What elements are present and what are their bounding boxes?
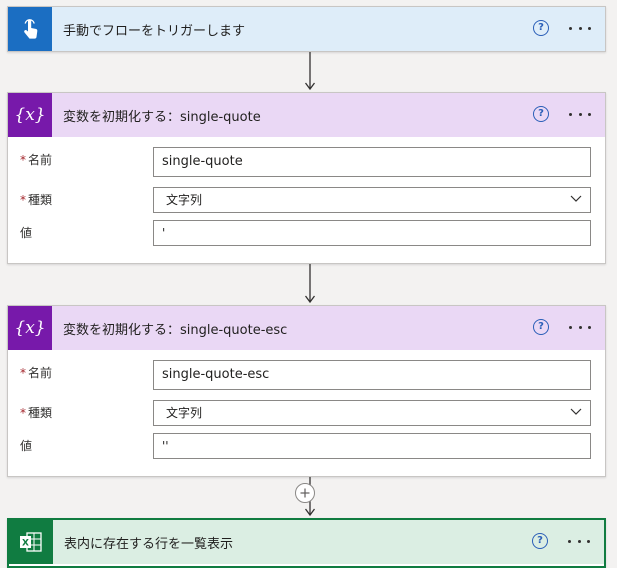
type-select[interactable]: 文字列 <box>153 400 591 426</box>
type-select-value: 文字列 <box>166 406 203 420</box>
trigger-card-header[interactable]: 手動でフローをトリガーします ? <box>8 7 605 51</box>
init-variable-card-2-title: 変数を初期化する：single-quote-esc <box>63 322 288 338</box>
trigger-help-icon[interactable]: ? <box>533 20 549 36</box>
init-variable-card-2-header[interactable]: {x} 変数を初期化する：single-quote-esc ? <box>8 306 605 350</box>
init-variable-card-2-more-options-icon[interactable] <box>569 319 591 335</box>
init-variable-card-1-more-options-icon[interactable] <box>569 106 591 122</box>
value-label: 値 <box>20 226 33 240</box>
init-variable-card-1[interactable]: {x} 変数を初期化する：single-quote ? *名前 single-q… <box>7 92 606 264</box>
name-input[interactable]: single-quote-esc <box>153 360 591 390</box>
excel-list-rows-more-options-icon[interactable] <box>568 533 590 549</box>
excel-list-rows-help-icon[interactable]: ? <box>532 533 548 549</box>
chevron-down-icon <box>570 195 582 202</box>
insert-step-button[interactable] <box>295 483 315 503</box>
connector-arrow-2 <box>305 264 315 304</box>
trigger-card[interactable]: 手動でフローをトリガーします ? <box>7 6 606 52</box>
trigger-title: 手動でフローをトリガーします <box>63 23 246 39</box>
init-variable-card-2[interactable]: {x} 変数を初期化する：single-quote-esc ? *名前 sing… <box>7 305 606 477</box>
connector-arrow-1 <box>305 52 315 91</box>
type-select[interactable]: 文字列 <box>153 187 591 213</box>
init-variable-card-1-help-icon[interactable]: ? <box>533 106 549 122</box>
required-mark: * <box>20 406 26 420</box>
excel-list-rows-title: 表内に存在する行を一覧表示 <box>64 536 234 552</box>
excel-list-rows-card-header[interactable]: X 表内に存在する行を一覧表示 ? <box>9 520 604 564</box>
variable-icon-box: {x} <box>8 93 52 137</box>
hand-tap-icon <box>24 19 38 39</box>
name-input[interactable]: single-quote <box>153 147 591 177</box>
type-select-value: 文字列 <box>166 193 203 207</box>
required-mark: * <box>20 153 26 167</box>
variable-icon: {x} <box>14 318 46 338</box>
type-label: *種類 <box>20 193 53 207</box>
variable-icon: {x} <box>14 105 46 125</box>
excel-icon-letter: X <box>22 539 29 549</box>
value-input[interactable]: '' <box>153 433 591 459</box>
chevron-down-icon <box>570 408 582 415</box>
name-label: *名前 <box>20 366 53 380</box>
excel-icon-box: X <box>9 520 53 564</box>
trigger-icon-box <box>8 7 52 51</box>
type-label: *種類 <box>20 406 53 420</box>
name-label: *名前 <box>20 153 53 167</box>
trigger-more-options-icon[interactable] <box>569 20 591 36</box>
required-mark: * <box>20 366 26 380</box>
required-mark: * <box>20 193 26 207</box>
plus-icon <box>300 488 310 498</box>
excel-icon: X <box>20 532 42 552</box>
value-label: 値 <box>20 439 33 453</box>
value-input[interactable]: ' <box>153 220 591 246</box>
init-variable-card-1-header[interactable]: {x} 変数を初期化する：single-quote ? <box>8 93 605 137</box>
variable-icon-box: {x} <box>8 306 52 350</box>
init-variable-card-2-help-icon[interactable]: ? <box>533 319 549 335</box>
init-variable-card-1-title: 変数を初期化する：single-quote <box>63 109 261 125</box>
excel-list-rows-card[interactable]: X 表内に存在する行を一覧表示 ? <box>7 518 606 568</box>
